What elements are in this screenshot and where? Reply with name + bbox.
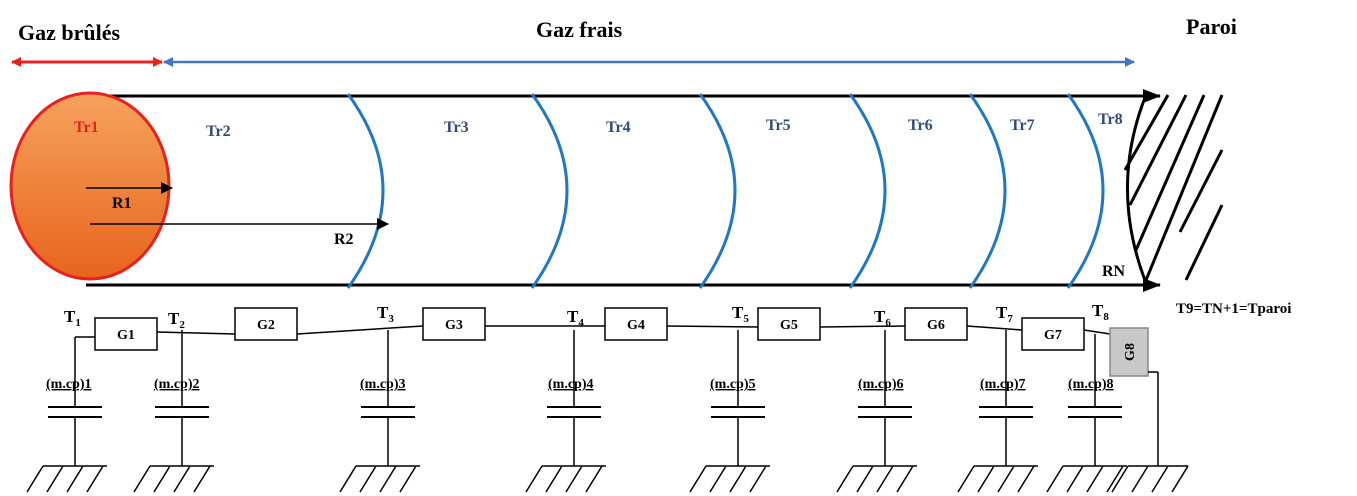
- capacity-label-5: (m.cp)5: [710, 377, 756, 392]
- zone-label-6: Tr6: [908, 117, 933, 134]
- conductance-label-6: G6: [927, 318, 945, 333]
- temperature-label-5: T5: [732, 303, 749, 325]
- conductance-box-5: [757, 307, 821, 341]
- flame-front-2: [530, 93, 569, 289]
- fresh-gas-label: Gaz frais: [536, 17, 623, 42]
- conductance-label-8: G8: [1123, 343, 1138, 361]
- flame-front-6: [1066, 93, 1105, 289]
- flame-front-5: [968, 93, 1007, 289]
- temperature-label-1: T1: [64, 307, 81, 329]
- capacity-label-8: (m.cp)8: [1068, 377, 1114, 392]
- burnt-gas-label: Gaz brûlés: [18, 20, 120, 45]
- conductance-box-3: [422, 307, 486, 341]
- conductance-box-6: [904, 307, 968, 341]
- zone-label-2: Tr2: [206, 123, 231, 140]
- conductance-label-3: G3: [445, 318, 463, 333]
- capacity-label-6: (m.cp)6: [858, 377, 904, 392]
- wall-temperature-label: T9=TN+1=Tparoi: [1176, 301, 1291, 317]
- capacity-label-7: (m.cp)7: [980, 377, 1026, 392]
- capacity-label-4: (m.cp)4: [548, 377, 594, 392]
- capacity-label-3: (m.cp)3: [360, 377, 406, 392]
- conductance-box-7: [1021, 317, 1085, 351]
- wall-label: Paroi: [1186, 14, 1237, 39]
- temperature-label-8: T8: [1092, 301, 1109, 323]
- conductance-label-2: G2: [257, 318, 275, 333]
- radius-r1-label: R1: [112, 195, 132, 212]
- conductance-box-4: [604, 307, 668, 341]
- capacity-label-1: (m.cp)1: [46, 377, 92, 392]
- conductance-box-1: [94, 317, 158, 351]
- zone-label-1: Tr1: [74, 119, 99, 136]
- zone-label-4: Tr4: [606, 119, 631, 136]
- flame-fronts: [346, 93, 1105, 289]
- temperature-label-3: T3: [377, 303, 394, 325]
- conductance-label-7: G7: [1044, 328, 1062, 343]
- zone-label-3: Tr3: [444, 119, 469, 136]
- flame-front-3: [698, 93, 737, 289]
- temperature-label-6: T6: [874, 307, 891, 329]
- conductance-box-2: [234, 307, 298, 341]
- conductance-box-8: [1109, 327, 1149, 377]
- capacity-label-2: (m.cp)2: [154, 377, 200, 392]
- zone-labels: Tr1 Tr2 Tr3 Tr4 Tr5 Tr6 Tr7 Tr8: [74, 111, 1123, 140]
- temperature-label-2: T2: [168, 309, 185, 331]
- wall-hatch: [1123, 94, 1224, 289]
- conductance-label-5: G5: [780, 318, 798, 333]
- zone-label-7: Tr7: [1010, 117, 1035, 134]
- radius-rn-label: RN: [1102, 263, 1126, 280]
- radius-r2-label: R2: [334, 231, 354, 248]
- flame-front-1: [346, 93, 385, 289]
- temperature-label-4: T4: [567, 307, 584, 329]
- zone-label-5: Tr5: [766, 117, 791, 134]
- flame-front-4: [848, 93, 887, 289]
- conductance-label-4: G4: [627, 318, 645, 333]
- temperature-label-7: T7: [996, 303, 1013, 325]
- conductance-label-1: G1: [117, 328, 135, 343]
- zone-label-8: Tr8: [1098, 111, 1123, 128]
